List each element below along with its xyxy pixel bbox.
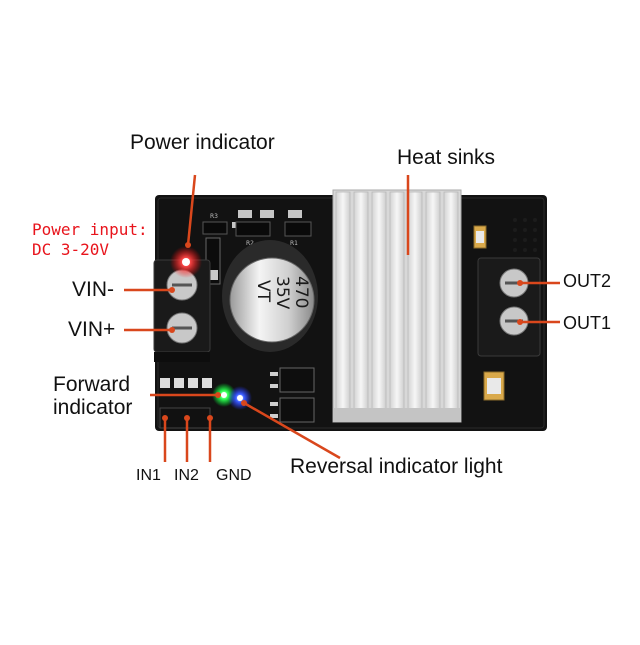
gnd-label: GND — [216, 467, 252, 484]
in2-label: IN2 — [174, 467, 199, 484]
vin-plus-label: VIN+ — [68, 318, 116, 341]
svg-text:R1: R1 — [290, 240, 298, 247]
heat-sink — [332, 189, 462, 423]
in1-label: IN1 — [136, 467, 161, 484]
out1-label: OUT1 — [563, 313, 612, 333]
capacitor-voltage: 35V — [272, 276, 292, 310]
svg-text:R2: R2 — [246, 240, 254, 247]
electrolytic-capacitor: 470 35V VT — [222, 240, 318, 352]
reversal-indicator-label: Reversal indicator light — [290, 455, 503, 478]
out2-label: OUT2 — [563, 271, 612, 291]
reversal-leader — [243, 401, 341, 460]
svg-text:R3: R3 — [210, 213, 218, 220]
capacitor-value: 470 — [291, 276, 311, 308]
vin-minus-label: VIN- — [72, 278, 114, 301]
capacitor-brand: VT — [253, 280, 273, 303]
power-input-label-line2: DC 3-20V — [32, 240, 110, 259]
power-indicator-label: Power indicator — [130, 131, 275, 154]
power-input-label-line1: Power input: — [32, 220, 148, 239]
forward-indicator-label-line1: Forward — [53, 373, 131, 396]
output-terminal-block — [477, 257, 541, 357]
heat-sinks-label: Heat sinks — [397, 146, 496, 169]
forward-indicator-label-line2: indicator — [53, 396, 133, 419]
power-indicator-leader — [186, 174, 197, 246]
